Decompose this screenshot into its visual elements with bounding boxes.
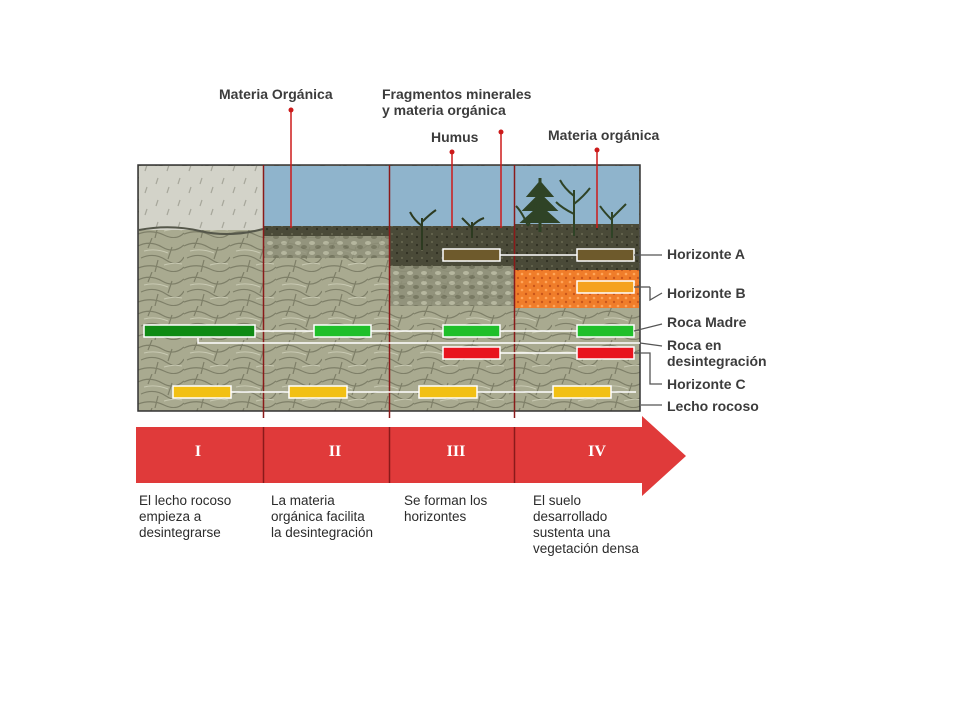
top-pointers xyxy=(288,107,600,228)
horizonte-b-bar-4 xyxy=(576,280,635,294)
label-horizonte-a: Horizonte A xyxy=(667,246,746,262)
panel-1-surface xyxy=(138,226,264,236)
stage-description-1: El lecho rocoso empieza a desintegrarse xyxy=(139,493,232,540)
stage-numeral-3: III xyxy=(446,443,466,460)
panel-1-rain-sky xyxy=(139,166,263,230)
panel-2-organic-layer xyxy=(264,226,389,236)
roca-desintegracion-bar-3 xyxy=(442,346,501,360)
label-lecho-rocoso: Lecho rocoso xyxy=(667,398,759,414)
panel-4-humus-layer xyxy=(515,224,639,272)
lecho-rocoso-bar-2 xyxy=(288,385,348,399)
horizonte-a-bar-4 xyxy=(576,248,635,262)
stage-numeral-1: I xyxy=(194,443,202,460)
roca-madre-bar-3 xyxy=(442,324,501,338)
panel-3-gravel xyxy=(390,266,514,306)
stage-arrow xyxy=(136,416,686,496)
horizon-connectors xyxy=(197,254,640,393)
label-fragmentos-minerales: Fragmentos minerales y materia orgánica xyxy=(382,86,532,118)
stage-numeral-2: II xyxy=(328,443,342,460)
right-leader-lines xyxy=(633,254,663,406)
panel-3-plants xyxy=(409,209,485,250)
roca-madre-bar-4 xyxy=(576,324,635,338)
label-humus: Humus xyxy=(431,129,479,145)
label-materia-organica-2: Materia Orgánica xyxy=(219,86,333,102)
panel-2-gravel xyxy=(264,236,389,258)
label-horizonte-b: Horizonte B xyxy=(667,285,746,301)
roca-desintegracion-bar-4 xyxy=(576,346,635,360)
stage-description-4: El suelo desarrollado sustenta una veget… xyxy=(533,493,639,556)
stage-description-2: La materia orgánica facilita la desinteg… xyxy=(271,493,374,540)
roca-madre-bar-1 xyxy=(143,324,256,338)
lecho-rocoso-bar-4 xyxy=(552,385,612,399)
label-horizonte-c: Horizonte C xyxy=(667,376,746,392)
panel-4-vegetation xyxy=(515,178,627,238)
stage-arrow-dividers xyxy=(262,427,516,483)
label-roca-madre: Roca Madre xyxy=(667,314,747,330)
label-materia-organica-4: Materia orgánica xyxy=(548,127,660,143)
stage-numeral-4: IV xyxy=(588,443,606,460)
label-roca-desintegracion: Roca en desintegración xyxy=(667,337,767,369)
stage-description-3: Se forman los horizontes xyxy=(404,493,488,524)
lecho-rocoso-bar-1 xyxy=(172,385,232,399)
lecho-rocoso-bar-3 xyxy=(418,385,478,399)
horizonte-a-bar-3 xyxy=(442,248,501,262)
panel-2-sky xyxy=(264,166,389,228)
roca-madre-bar-2 xyxy=(313,324,372,338)
